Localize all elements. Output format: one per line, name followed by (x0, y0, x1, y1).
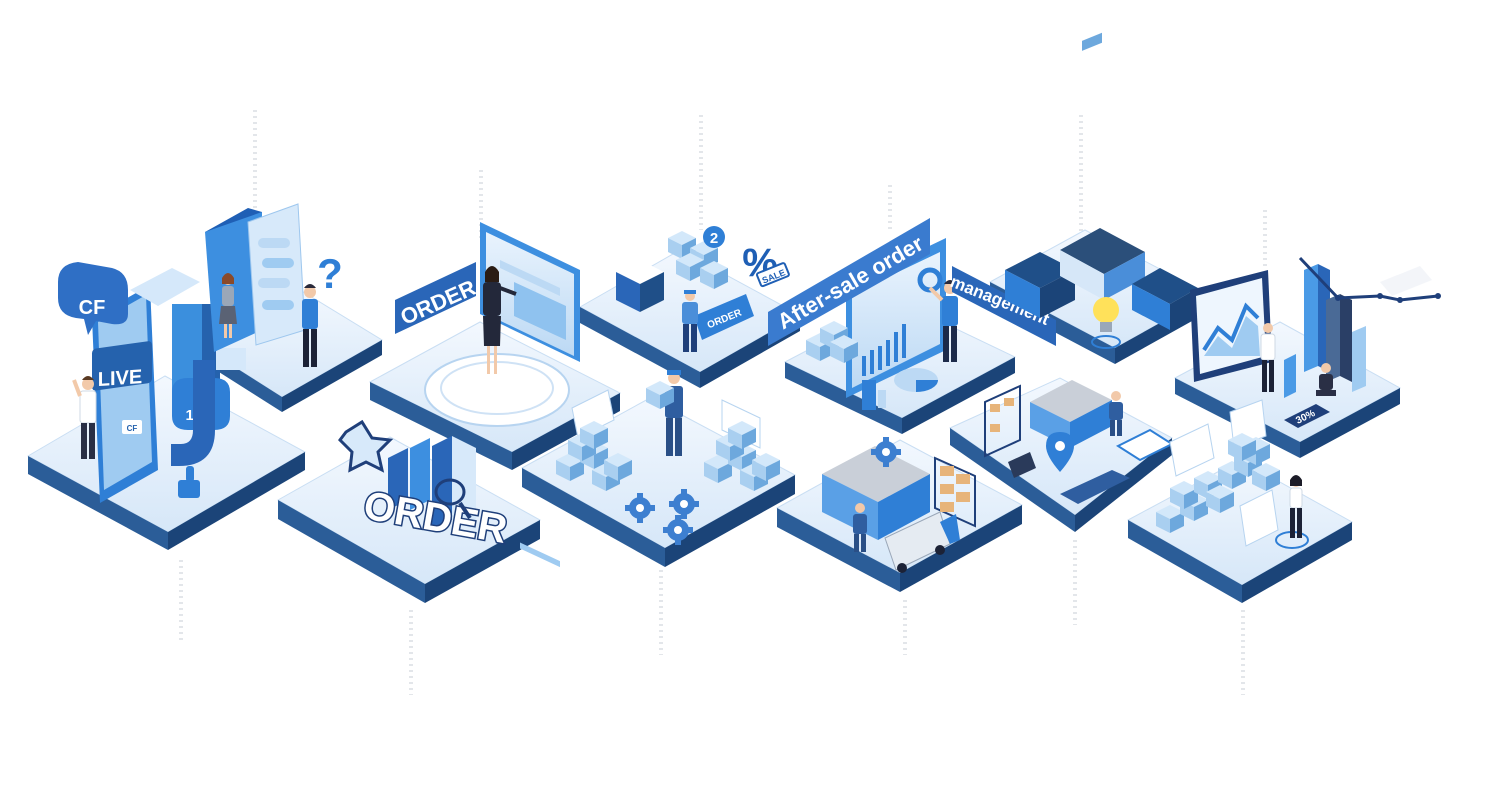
logistics-scene (984, 32, 1175, 504)
thumbs-up-icon (178, 466, 200, 498)
after-sale-scene: After-sale order (768, 218, 958, 410)
live-streaming-scene: CF LIVE CF 10k (58, 262, 246, 503)
fulfillment-scene (1156, 399, 1309, 549)
analytics-scene: 30% (1190, 256, 1441, 428)
management-scene: management (948, 228, 1198, 349)
cf-label: CF (79, 297, 106, 319)
question-mark-icon: ? (317, 250, 343, 297)
platform-live-streaming (26, 375, 307, 550)
cf-speech-bubble: CF (58, 262, 128, 335)
order-banner: ORDER (395, 262, 479, 334)
notification-count: 2 (710, 230, 718, 247)
live-label: LIVE (98, 366, 142, 391)
notification-badge (703, 226, 725, 248)
customer-service-scene: ? (205, 203, 343, 367)
inventory-scene (556, 370, 780, 545)
location-pin-icon (1046, 432, 1074, 472)
lightbulb-icon (1093, 297, 1119, 332)
screen-cf-badge: CF (127, 424, 138, 433)
warehouse-scene (822, 437, 976, 573)
order-processing-scene: ORDER (395, 222, 580, 568)
dotted-connector-lines (179, 110, 1267, 695)
3d-bar-chart (1284, 264, 1366, 398)
live-badge: LIVE (92, 341, 152, 391)
order-tablet: ORDER (694, 294, 754, 340)
promotions-scene: 2 % SALE ORDER (616, 226, 790, 352)
storage-shelf (934, 456, 976, 528)
